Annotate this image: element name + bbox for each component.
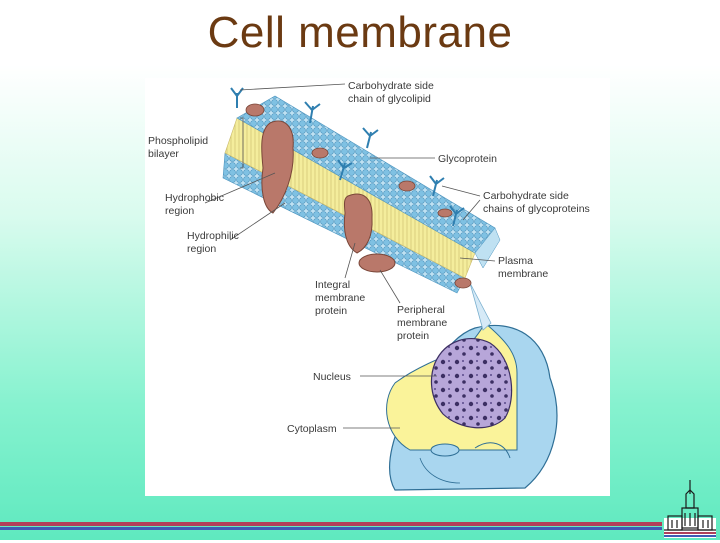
label-peripheral-3: protein [397, 330, 429, 342]
zoom-wedge [470, 283, 491, 330]
label-hydrophobic-2: region [165, 205, 194, 217]
slide-title: Cell membrane [0, 8, 720, 58]
cell-body [387, 323, 557, 490]
label-peripheral-2: membrane [397, 317, 447, 329]
label-carb-glycolipid-2: chain of glycolipid [348, 93, 431, 105]
label-integral-3: protein [315, 305, 347, 317]
label-phospholipid-1: Phospholipid [148, 135, 208, 147]
label-glycoprotein: Glycoprotein [438, 153, 497, 165]
label-plasma-2: membrane [498, 268, 548, 280]
label-carb-glycoproteins-1: Carbohydrate side [483, 190, 569, 202]
label-hydrophilic-2: region [187, 243, 216, 255]
footer-bar-red [0, 522, 662, 526]
label-carb-glycolipid-1: Carbohydrate side [348, 80, 434, 92]
label-hydrophobic-1: Hydrophobic [165, 192, 224, 204]
label-integral-2: membrane [315, 292, 365, 304]
university-tower-icon [664, 478, 716, 538]
label-integral-1: Integral [315, 279, 350, 291]
peripheral-protein [359, 254, 395, 272]
label-peripheral-1: Peripheral [397, 304, 445, 316]
cell-membrane-diagram: Carbohydrate side chain of glycolipid Ph… [145, 78, 610, 496]
label-plasma-1: Plasma [498, 255, 533, 267]
footer-bar-blue [0, 527, 662, 530]
diagram-svg: Carbohydrate side chain of glycolipid Ph… [145, 78, 610, 496]
label-hydrophilic-1: Hydrophilic [187, 230, 239, 242]
label-carb-glycoproteins-2: chains of glycoproteins [483, 203, 590, 215]
label-nucleus: Nucleus [313, 371, 351, 383]
label-cytoplasm: Cytoplasm [287, 423, 337, 435]
label-phospholipid-2: bilayer [148, 148, 179, 160]
nucleus-shape [431, 339, 511, 428]
